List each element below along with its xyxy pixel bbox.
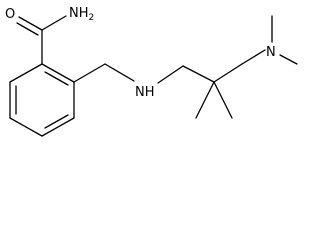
benzene-ring [9,63,75,137]
amide-group: O NH2 [5,6,94,65]
amide-nitrogen-subscript: 2 [89,13,95,23]
ring-bond [9,117,43,137]
n-methyl-bond [279,54,298,65]
amine-nh-label: NH [135,85,155,100]
dimethylamino-group: N [241,15,298,65]
ch2-to-quaternary-bond [182,65,215,83]
quaternary-to-ch2-bond [213,63,243,83]
aminomethyl-chain: NH [73,63,184,100]
amide-nitrogen-label: NH2 [69,6,94,23]
ring-bond [41,63,75,83]
carbonyl-to-amide-n-bond [41,15,67,31]
carbonyl-oxygen-label: O [5,7,15,22]
carbonyl-double-bond [18,16,43,31]
gem-dimethyl-center [182,63,243,119]
molecule-diagram: O NH2 NH N [5,6,298,137]
ring-to-ch2-bond [73,63,106,83]
ring-bond [41,117,75,137]
ch2-to-nh-bond [104,63,135,82]
dimethylamino-n-label: N [266,45,276,60]
carbonyl-double-bond [16,22,39,36]
ring-double-bond [44,71,69,86]
methyl-bond [195,81,215,119]
ring-double-bond [44,114,69,129]
ring-bond [9,63,43,83]
structure-canvas: O NH2 NH N [5,6,298,137]
methyl-bond [213,81,233,119]
ch2-to-n-bond [241,49,266,65]
nh-to-ch2-bond [157,65,184,84]
